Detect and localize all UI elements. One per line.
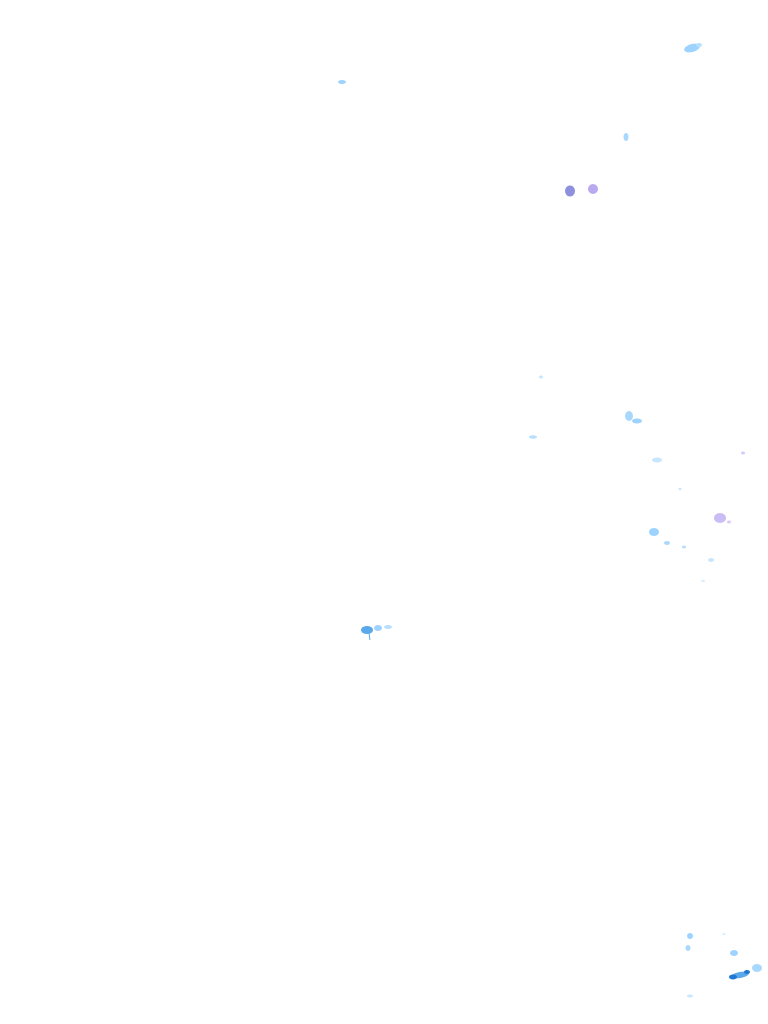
paint-speck [752, 964, 762, 972]
paint-speck [729, 974, 737, 980]
paint-speck [685, 945, 691, 951]
paint-speck [588, 184, 598, 194]
paint-speck [539, 375, 543, 379]
paint-speck [338, 80, 346, 84]
paint-speck [682, 545, 686, 549]
paint-speck [664, 541, 670, 545]
paint-speck [652, 457, 662, 463]
paint-drip [368, 632, 371, 641]
paint-speck [727, 520, 731, 524]
paint-speck [565, 185, 575, 197]
paint-speck [744, 970, 750, 974]
paint-speck [361, 626, 373, 634]
paint-speck [632, 418, 642, 424]
paint-speck [708, 558, 714, 562]
paint-speck [684, 43, 700, 53]
paint-speck [701, 580, 705, 582]
paint-speck [374, 625, 382, 631]
paint-speck [696, 43, 702, 47]
paint-speck [722, 933, 726, 935]
paint-speck [714, 513, 726, 523]
paint-speck [741, 451, 745, 455]
paint-speck [730, 950, 738, 956]
paint-speck [687, 933, 693, 939]
paint-speck [529, 435, 537, 439]
paint-speck [649, 528, 659, 536]
paint-speck [625, 411, 633, 421]
paint-speck [687, 994, 693, 998]
paint-speck [384, 625, 392, 629]
paint-speck [678, 487, 682, 491]
paint-speck [623, 133, 629, 141]
